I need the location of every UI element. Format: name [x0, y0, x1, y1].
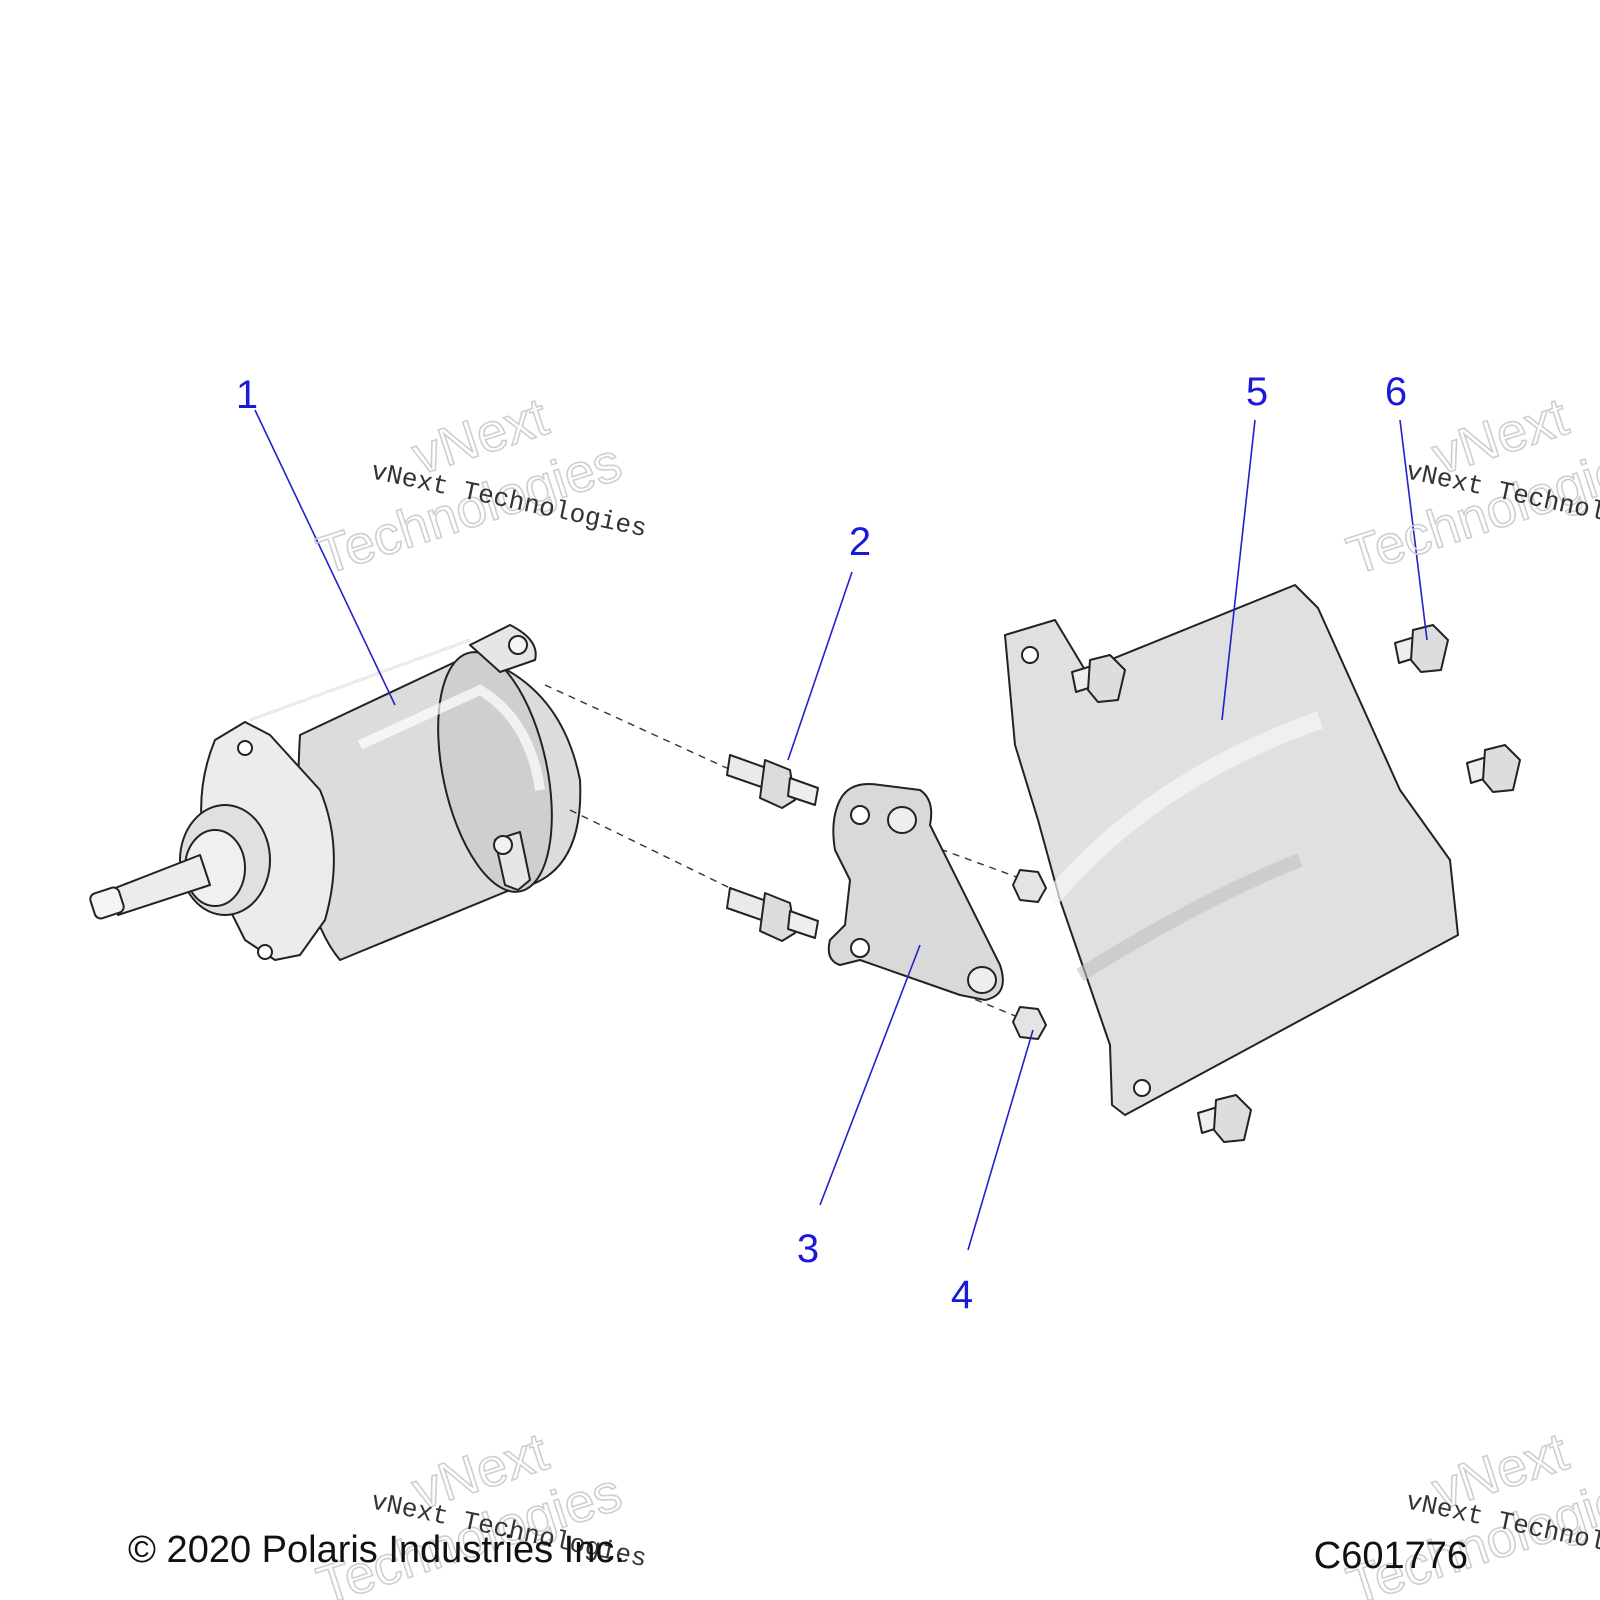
- flange-bolt-1: [1071, 654, 1126, 703]
- flange-bolt-2: [1394, 624, 1449, 673]
- mounting-bolt-lower: [726, 887, 819, 942]
- flange-bolt-4: [1197, 1094, 1252, 1143]
- watermark-top-right: vNext Technologies vNext Technologies: [1339, 386, 1600, 587]
- figure-id: C601776: [1314, 1535, 1468, 1577]
- callout-5: 5: [1246, 370, 1268, 414]
- heat-shield: [1004, 584, 1459, 1116]
- watermark-top-left: vNext Technologies vNext Technologies: [309, 386, 649, 587]
- copyright-notice: © 2020 Polaris Industries Inc.: [128, 1529, 625, 1571]
- mounting-bolt-upper: [726, 754, 819, 809]
- starter-motor: [89, 624, 582, 961]
- watermark-bottom-left: vNext Technologies vNext Technologies: [309, 1421, 649, 1600]
- callout-4: 4: [951, 1273, 973, 1317]
- starter-bracket: [827, 783, 1004, 1001]
- nut-upper: [1012, 869, 1047, 903]
- callout-1: 1: [236, 373, 258, 417]
- callout-6: 6: [1385, 370, 1407, 414]
- callout-3: 3: [797, 1227, 819, 1271]
- nut-lower: [1012, 1006, 1047, 1040]
- callout-2: 2: [849, 520, 871, 564]
- flange-bolt-3: [1466, 744, 1521, 793]
